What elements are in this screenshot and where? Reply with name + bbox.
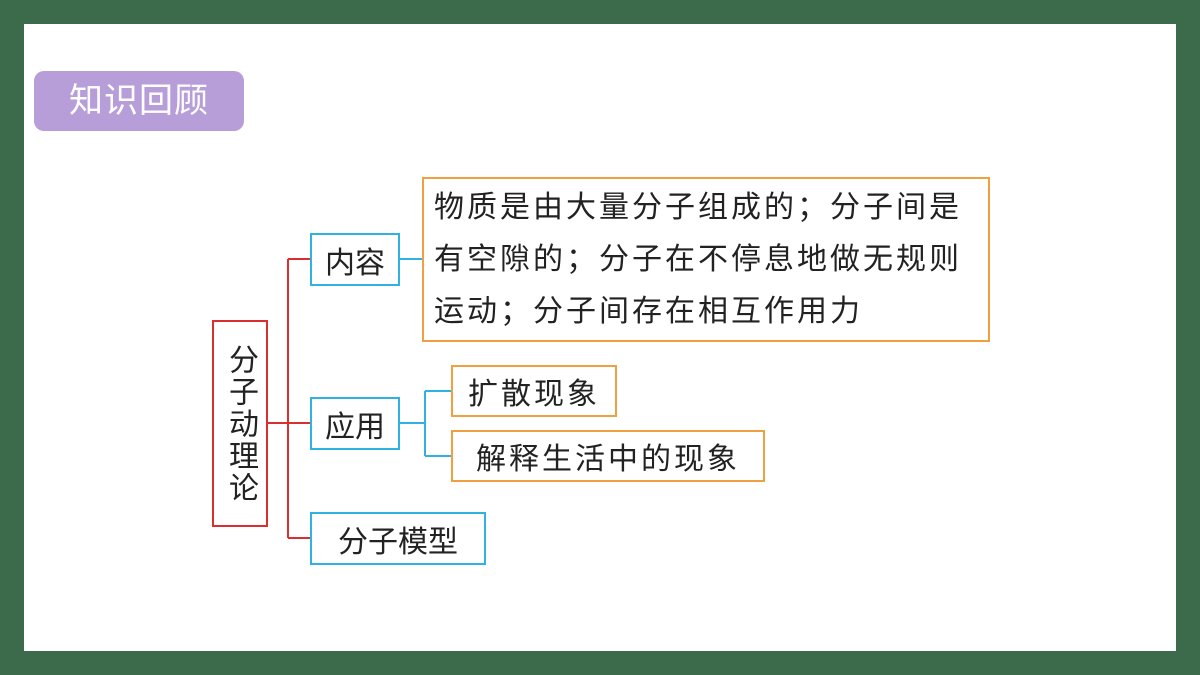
branch-node-model: 分子模型 [310, 512, 486, 565]
content-detail-node: 物质是由大量分子组成的；分子间是有空隙的；分子在不停息地做无规则运动；分子间存在… [422, 177, 990, 342]
leaf-node-diffusion: 扩散现象 [451, 365, 617, 417]
leaf-node-daily-phenomena: 解释生活中的现象 [451, 430, 765, 482]
branch-node-content: 内容 [310, 233, 400, 286]
section-title-badge: 知识回顾 [34, 71, 244, 131]
mindmap-root-node: 分子动理论 [212, 320, 268, 527]
branch-node-application: 应用 [310, 397, 400, 450]
